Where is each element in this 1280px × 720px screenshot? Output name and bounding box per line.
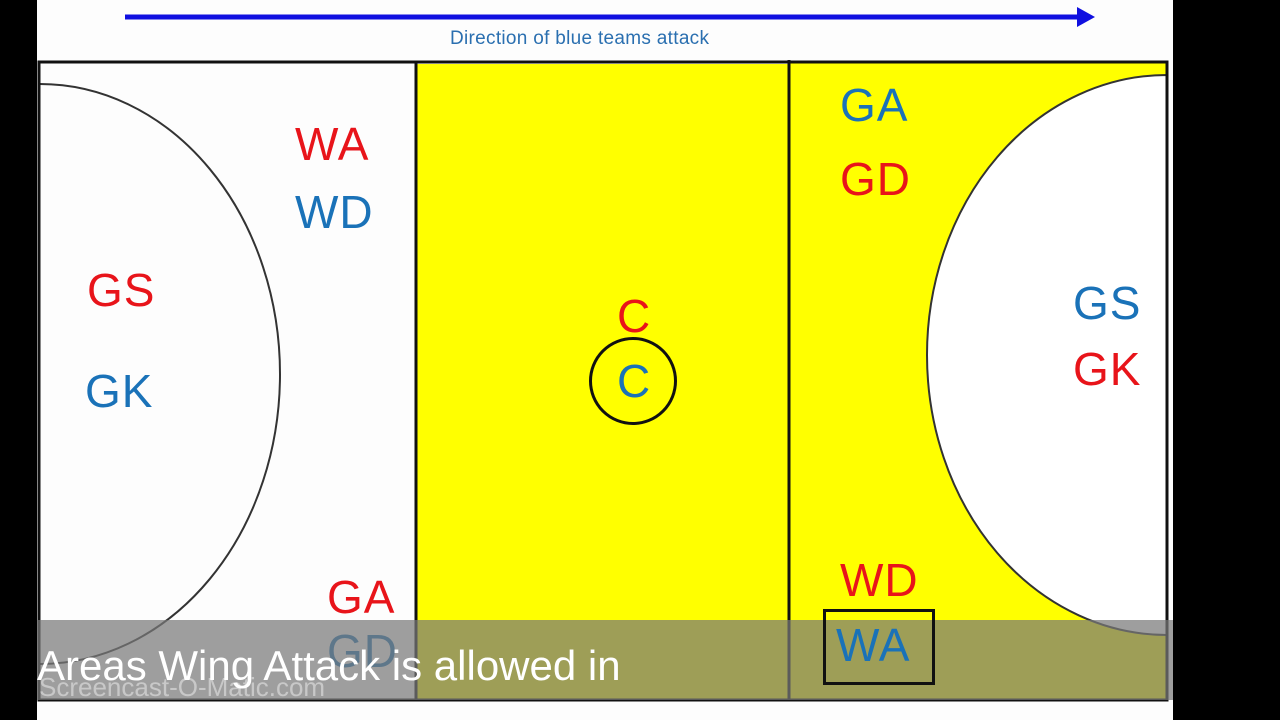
- centre-circle: [589, 337, 677, 425]
- court-outline: [37, 60, 1169, 702]
- red-wing-defence-marker: WD: [840, 554, 919, 606]
- screencast-watermark: Screencast-O-Matic.com: [39, 672, 326, 702]
- blue-wing-defence-marker: WD: [295, 186, 374, 238]
- caption-bar: [37, 620, 1173, 700]
- attack-direction-arrow: [125, 7, 1095, 27]
- blue-goal-attack-marker: GA: [840, 79, 909, 131]
- red-goal-keeper-marker: GK: [1073, 343, 1142, 395]
- right-goal-circle: [926, 73, 1168, 637]
- blue-wing-attack-marker: WA: [836, 619, 911, 671]
- netball-court-diagram: Direction of blue teams attack WA WD GS …: [37, 0, 1173, 720]
- blue-centre-marker: C: [617, 355, 652, 407]
- blue-goal-keeper-marker: GK: [85, 365, 154, 417]
- red-wing-attack-marker: WA: [295, 118, 370, 170]
- red-goal-attack-marker: GA: [327, 571, 396, 623]
- court-drawing: [37, 7, 1169, 702]
- red-goal-shooter-marker: GS: [87, 264, 156, 316]
- wing-attack-highlight-box: [823, 609, 935, 685]
- left-goal-circle: [39, 83, 281, 665]
- video-caption: Areas Wing Attack is allowed in: [37, 642, 621, 689]
- red-goal-defence-marker: GD: [840, 153, 911, 205]
- attack-direction-label: Direction of blue teams attack: [450, 28, 710, 49]
- blue-goal-shooter-marker: GS: [1073, 277, 1142, 329]
- red-centre-marker: C: [617, 290, 652, 342]
